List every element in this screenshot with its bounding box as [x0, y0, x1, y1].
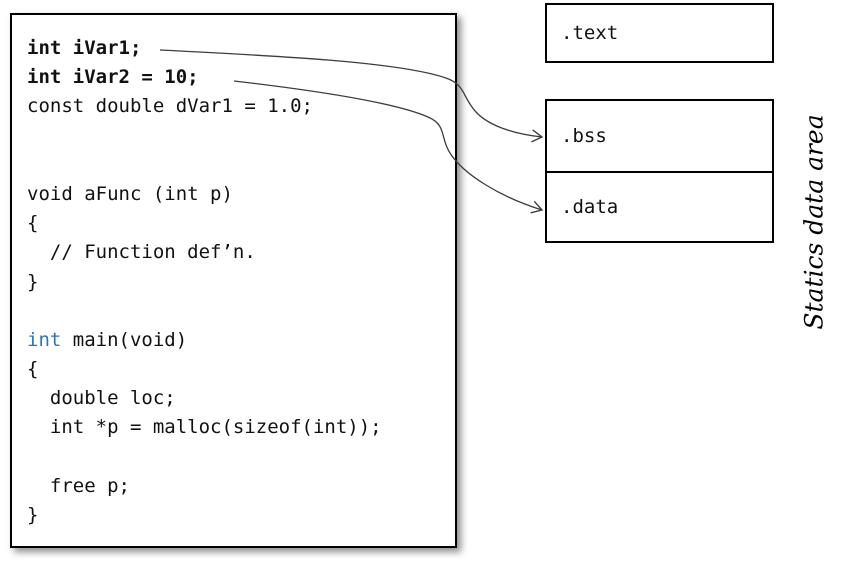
code-line: int iVar2 = 10; — [27, 66, 199, 89]
code-panel: int iVar1; int iVar2 = 10; const double dV… — [10, 13, 457, 548]
code-line: } — [27, 504, 39, 526]
code-line: free p; — [27, 474, 130, 497]
code-line: const double dVar1 = 1.0; — [27, 95, 313, 118]
memory-box-text: .text — [545, 3, 774, 63]
code-line — [27, 122, 455, 151]
memory-box-stack: .bss .data — [545, 99, 774, 243]
statics-data-area-label: Statics data area — [799, 114, 829, 330]
code-line — [27, 151, 455, 180]
code-line: // Function def’n. — [27, 241, 256, 264]
memory-box-bss-label: .bss — [561, 125, 607, 147]
code-line: int *p = malloc(sizeof(int)); — [27, 416, 382, 439]
code-line: double loc; — [27, 387, 176, 410]
code-line: { — [27, 212, 39, 235]
code-lines: int iVar1; int iVar2 = 10; const double dV… — [27, 34, 455, 530]
memory-box-bss: .bss — [547, 101, 772, 173]
code-line: int main(void) — [27, 328, 188, 351]
code-line: int iVar1; — [27, 37, 142, 59]
memory-box-text-label: .text — [561, 22, 619, 44]
memory-box-data-label: .data — [561, 196, 619, 218]
code-line: { — [27, 358, 39, 381]
code-line — [27, 297, 455, 326]
code-line: void aFunc (int p) — [27, 182, 233, 205]
memory-box-data: .data — [547, 173, 772, 241]
code-line: } — [27, 270, 39, 293]
code-line — [27, 443, 455, 472]
